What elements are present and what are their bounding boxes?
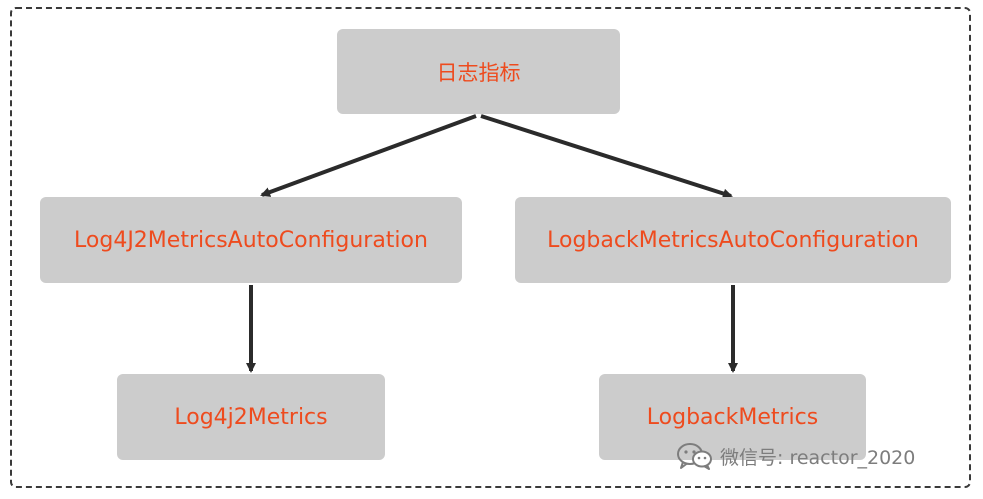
- wechat-icon: [677, 443, 712, 470]
- diagram-frame: [10, 7, 971, 488]
- node-log4j2-metrics: Log4j2Metrics: [117, 374, 385, 460]
- node-logback-metrics-autoconfiguration-label: LogbackMetricsAutoConfiguration: [547, 227, 919, 253]
- node-log4j2-metrics-label: Log4j2Metrics: [174, 404, 328, 430]
- node-log-metrics: 日志指标: [337, 29, 620, 114]
- watermark-text: 微信号: reactor_2020: [720, 446, 916, 469]
- node-log4j2-metrics-autoconfiguration-label: Log4J2MetricsAutoConfiguration: [74, 227, 428, 253]
- node-logback-metrics-autoconfiguration: LogbackMetricsAutoConfiguration: [515, 197, 951, 283]
- node-log4j2-metrics-autoconfiguration: Log4J2MetricsAutoConfiguration: [40, 197, 462, 283]
- edge-root-to-logback-autoconfig: [480, 114, 733, 199]
- watermark: 微信号: reactor_2020: [676, 440, 915, 472]
- edge-root-to-log4j2-autoconfig: [260, 114, 477, 197]
- node-log-metrics-label: 日志指标: [436, 60, 521, 85]
- node-logback-metrics-label: LogbackMetrics: [646, 404, 819, 430]
- node-logback-metrics: LogbackMetrics: [599, 374, 866, 460]
